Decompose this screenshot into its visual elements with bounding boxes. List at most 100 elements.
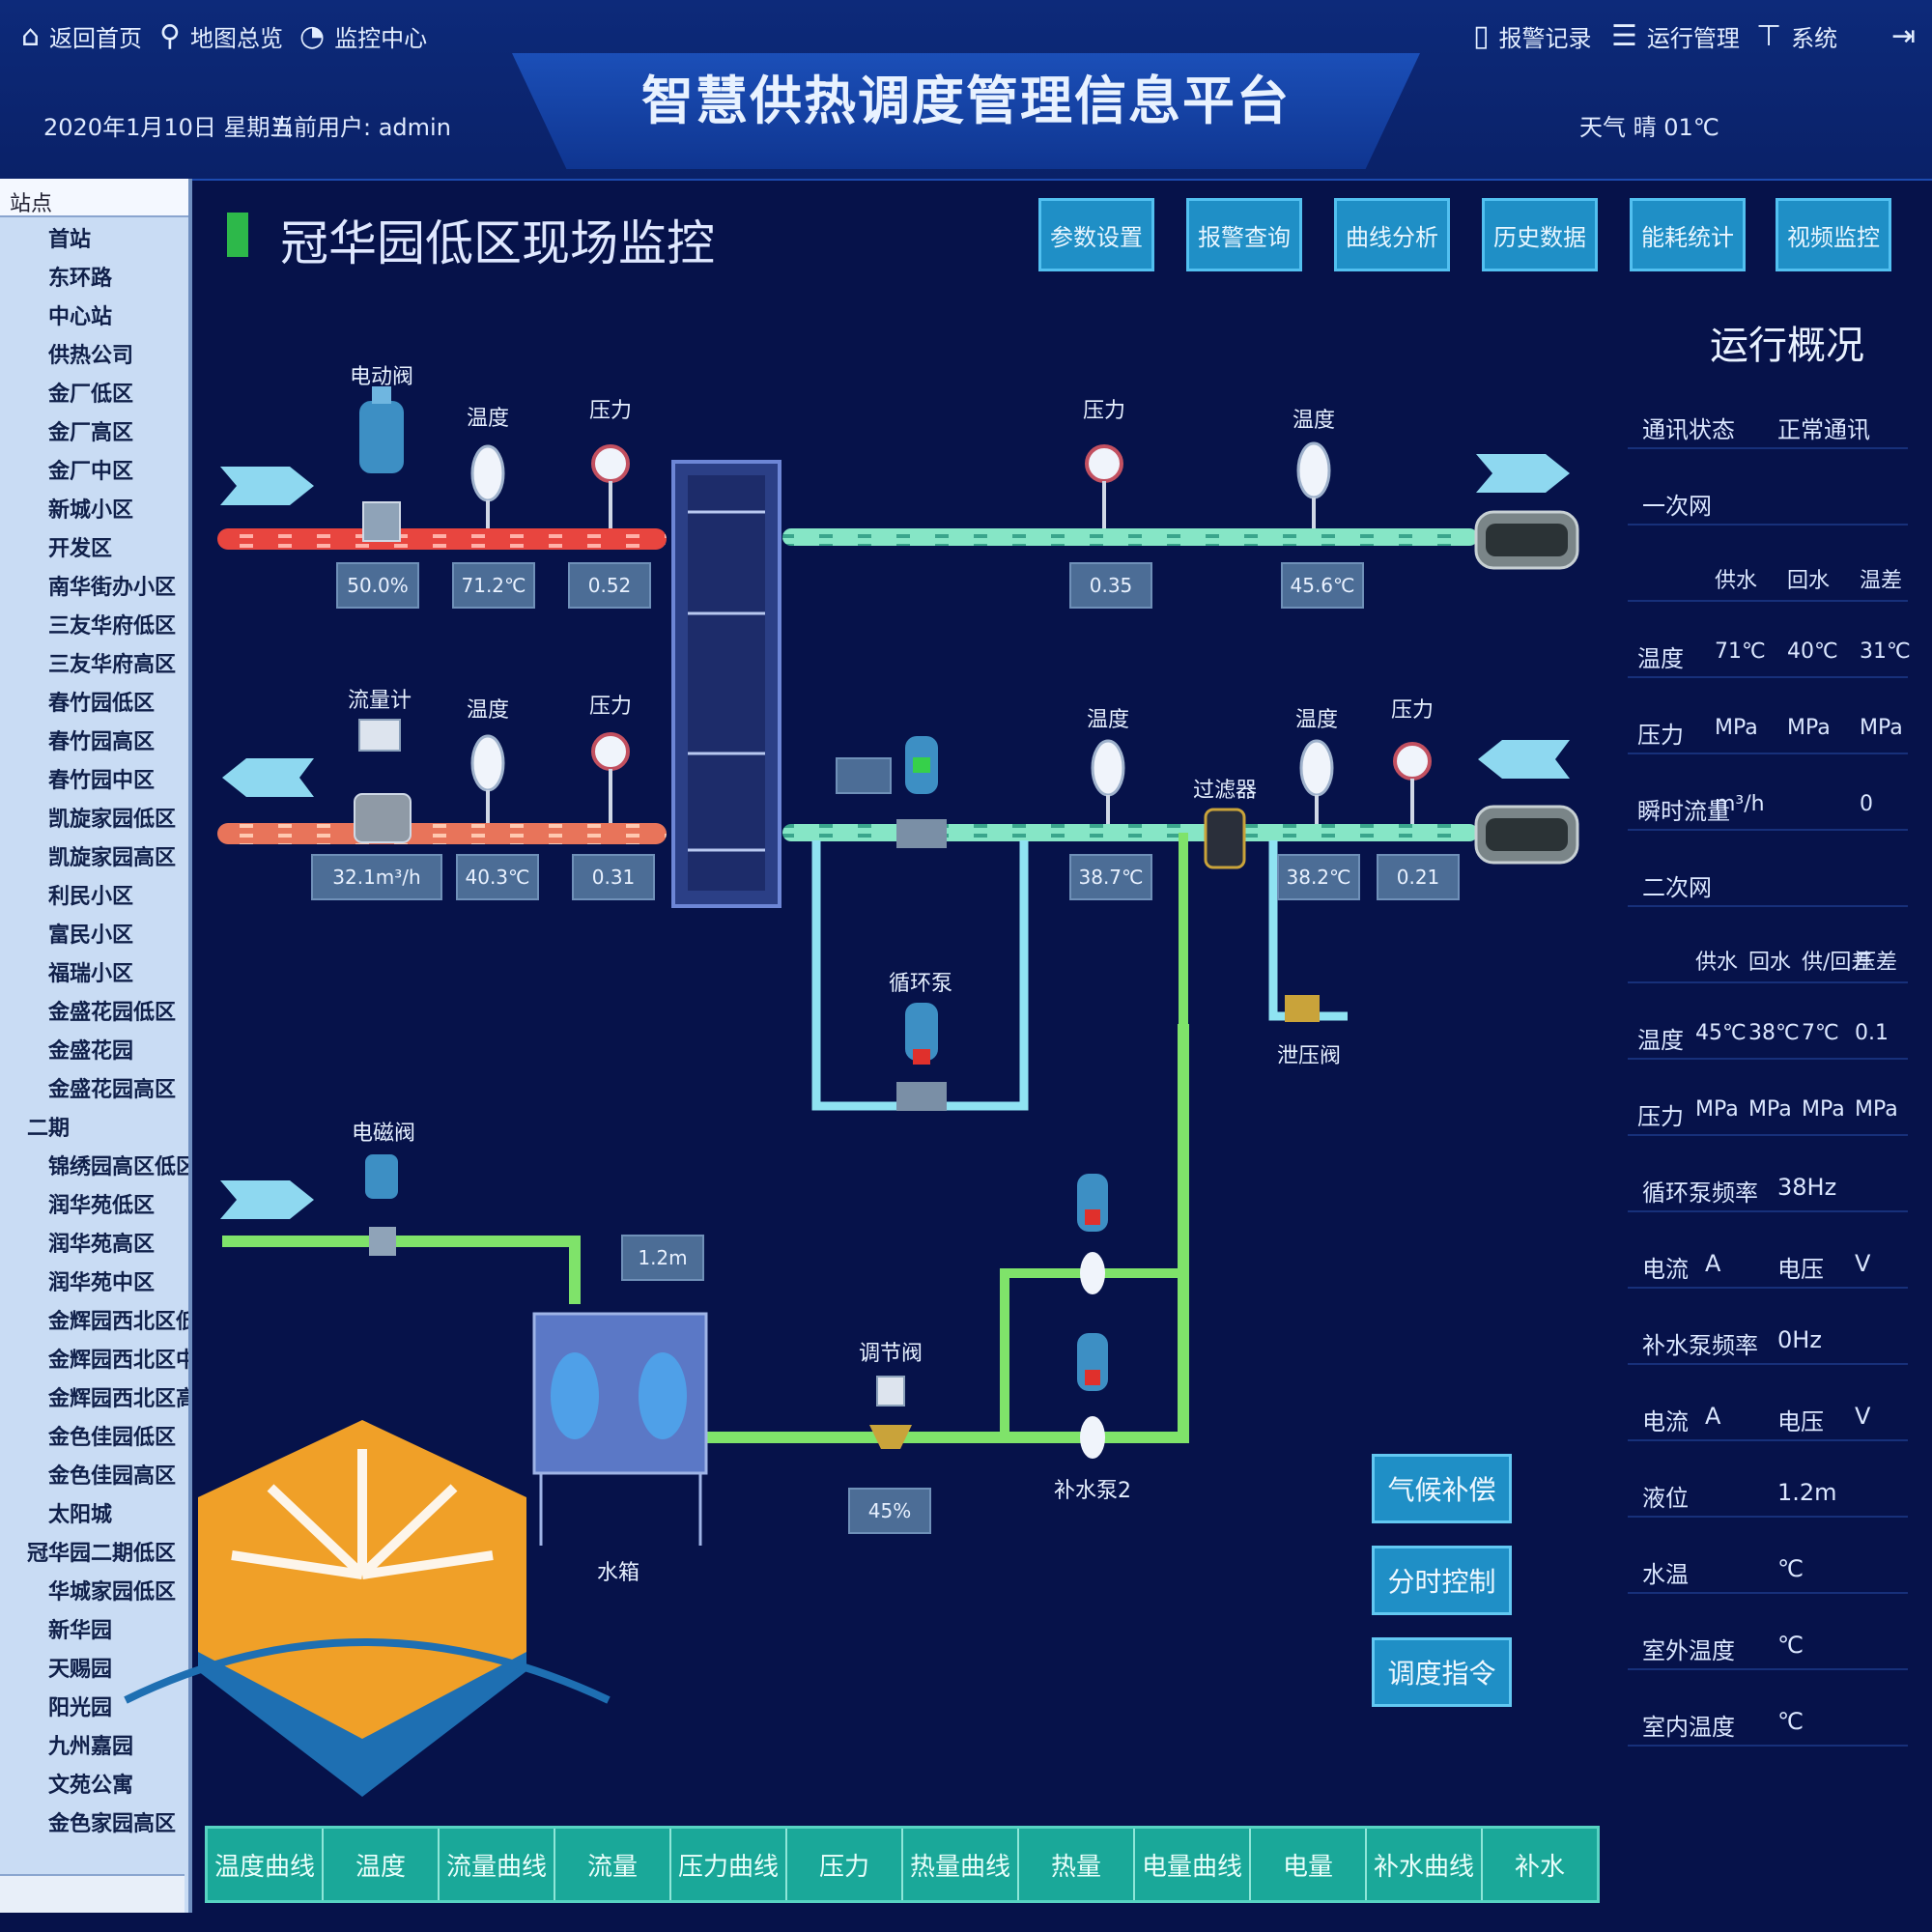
value-box-temp: 40.3℃ — [456, 854, 539, 900]
sidebar-item[interactable]: 锦绣园高区低区 — [48, 1155, 188, 1179]
sidebar-item[interactable]: 中心站 — [48, 305, 113, 329]
sidebar-item[interactable]: 九州嘉园 — [48, 1735, 134, 1759]
nav-user[interactable]: ⊤ 系统 — [1756, 19, 1838, 53]
bottom-tab[interactable]: 电量 — [1251, 1829, 1367, 1900]
tab-energy-stats[interactable]: 能耗统计 — [1630, 198, 1746, 271]
sidebar-item[interactable]: 润华苑高区 — [48, 1233, 156, 1257]
bottom-tab[interactable]: 补水 — [1514, 1852, 1565, 1882]
sidebar-item[interactable]: 金色佳园低区 — [48, 1426, 177, 1450]
sidebar-item[interactable]: 金厂高区 — [48, 421, 134, 445]
sidebar-item[interactable]: 凯旋家园低区 — [48, 808, 177, 832]
tab-history-data[interactable]: 历史数据 — [1482, 198, 1598, 271]
bottom-tab[interactable]: 流量曲线 — [440, 1829, 555, 1900]
sidebar-item[interactable]: 冠华园二期低区 — [27, 1542, 177, 1566]
sidebar-item[interactable]: 二期 — [27, 1117, 71, 1141]
solenoid-valve — [365, 1154, 398, 1256]
climate-compensation-button[interactable]: 气候补偿 — [1372, 1454, 1512, 1523]
electric-valve — [359, 386, 404, 542]
temperature-gauge — [1296, 441, 1331, 528]
sidebar-item[interactable]: 金盛花园低区 — [48, 1001, 177, 1025]
sidebar-item[interactable]: 文苑公寓 — [48, 1774, 134, 1798]
svg-text:温度: 温度 — [1087, 708, 1129, 732]
sidebar-item[interactable]: 润华苑低区 — [48, 1194, 156, 1218]
sidebar-item[interactable]: 金盛花园 — [48, 1039, 134, 1064]
status-row-divider — [1628, 524, 1908, 526]
status-row-divider — [1628, 829, 1908, 831]
sidebar-item[interactable]: 金色家园高区 — [48, 1812, 177, 1836]
sidebar-item[interactable]: 开发区 — [48, 537, 113, 561]
sidebar-item[interactable]: 三友华府高区 — [48, 653, 177, 677]
dispatch-command-button[interactable]: 调度指令 — [1372, 1637, 1512, 1707]
bottom-tab[interactable]: 压力曲线 — [671, 1829, 787, 1900]
sidebar-item[interactable]: 金色佳园高区 — [48, 1464, 177, 1489]
bottom-tab[interactable]: 电量曲线 — [1135, 1829, 1251, 1900]
sidebar-item[interactable]: 供热公司 — [48, 344, 134, 368]
sidebar-item[interactable]: 金辉园西北区低区 — [48, 1310, 188, 1334]
tab-curve-analysis[interactable]: 曲线分析 — [1334, 198, 1450, 271]
sidebar-item[interactable]: 润华苑中区 — [48, 1271, 156, 1295]
tab-video[interactable]: 视频监控 — [1776, 198, 1891, 271]
makeup-pump-parallel — [1000, 1268, 1183, 1437]
sidebar-item[interactable]: 三友华府低区 — [48, 614, 177, 639]
sidebar-item[interactable]: 金辉园西北区高区 — [48, 1387, 188, 1411]
sidebar-item[interactable]: 春竹园低区 — [48, 692, 156, 716]
status-label: 水温 — [1642, 1561, 1689, 1588]
status-cell: 0.1 — [1855, 1021, 1889, 1045]
status-value: 38Hz — [1777, 1174, 1837, 1201]
tab-alarm-query[interactable]: 报警查询 — [1186, 198, 1302, 271]
bottom-tab[interactable]: 温度 — [324, 1829, 440, 1900]
sidebar-item[interactable]: 阳光园 — [48, 1696, 113, 1720]
bottom-tab[interactable]: 流量 — [555, 1829, 671, 1900]
apter-logo — [124, 1420, 611, 1797]
bottom-tab[interactable]: 热量曲线 — [903, 1829, 1019, 1900]
sidebar-item[interactable]: 东环路 — [48, 267, 113, 291]
sidebar-item[interactable]: 新城小区 — [48, 498, 134, 523]
nav-alarm[interactable]: ▯ 报警记录 — [1473, 19, 1592, 53]
nav-home[interactable]: ⌂ 返回首页 — [21, 19, 143, 53]
sidebar-item[interactable]: 利民小区 — [48, 885, 134, 909]
status-label: 补水泵频率 — [1642, 1332, 1758, 1359]
nav-map[interactable]: ⚲ 地图总览 — [159, 19, 283, 53]
sidebar-item[interactable]: 富民小区 — [48, 923, 134, 948]
status-row-divider — [1628, 905, 1908, 907]
bottom-tab[interactable]: 热量 — [1019, 1829, 1135, 1900]
sidebar-item[interactable]: 金厂中区 — [48, 460, 134, 484]
sidebar-item[interactable]: 南华街办小区 — [48, 576, 177, 600]
status-panel-title: 运行概况 — [1710, 324, 1864, 368]
bottom-tab[interactable]: 补水曲线 — [1367, 1829, 1483, 1900]
status-row-divider — [1628, 1439, 1908, 1441]
sidebar-item[interactable]: 金厂低区 — [48, 383, 134, 407]
status-value: 1.2m — [1777, 1479, 1837, 1506]
sidebar-item[interactable]: 福瑞小区 — [48, 962, 134, 986]
sidebar-item[interactable]: 凯旋家园高区 — [48, 846, 177, 870]
primary-supply-arrow — [220, 467, 314, 505]
sidebar-item[interactable]: 金盛花园高区 — [48, 1078, 177, 1102]
sidebar-item[interactable]: 新华园 — [48, 1619, 113, 1643]
sidebar-item[interactable]: 春竹园高区 — [48, 730, 156, 754]
sidebar-scrollbar[interactable] — [0, 1874, 185, 1913]
status-row-divider — [1628, 1745, 1908, 1747]
nav-ops[interactable]: ☰ 运行管理 — [1611, 19, 1740, 53]
bottom-tab[interactable]: 温度曲线 — [208, 1829, 324, 1900]
sidebar-item[interactable]: 金辉园西北区中区 — [48, 1349, 188, 1373]
status-label: 室内温度 — [1642, 1714, 1735, 1741]
bottom-tab[interactable]: 压力 — [787, 1829, 903, 1900]
pressure-gauge — [591, 444, 630, 528]
sidebar-item[interactable]: 首站 — [48, 228, 92, 252]
tab-param-settings[interactable]: 参数设置 — [1038, 198, 1154, 271]
svg-text:电磁阀: 电磁阀 — [352, 1122, 415, 1146]
timed-control-button[interactable]: 分时控制 — [1372, 1546, 1512, 1615]
flow-meter — [354, 719, 412, 843]
site-status-marker — [227, 213, 248, 257]
sidebar-item[interactable]: 天赐园 — [48, 1658, 113, 1682]
sidebar-item[interactable]: 春竹园中区 — [48, 769, 156, 793]
status-label: 室外温度 — [1642, 1637, 1735, 1664]
nav-monitor[interactable]: ◔ 监控中心 — [299, 19, 428, 53]
value-box-temp: 38.7℃ — [1069, 854, 1152, 900]
sidebar-item[interactable]: 华城家园低区 — [48, 1580, 177, 1605]
logout-button[interactable]: ⇥ — [1891, 19, 1916, 53]
svg-text:温度: 温度 — [1295, 708, 1338, 732]
sidebar-item[interactable]: 太阳城 — [48, 1503, 113, 1527]
status-label: 通讯状态 — [1642, 416, 1735, 443]
secondary-supply-arrow — [1476, 454, 1570, 493]
